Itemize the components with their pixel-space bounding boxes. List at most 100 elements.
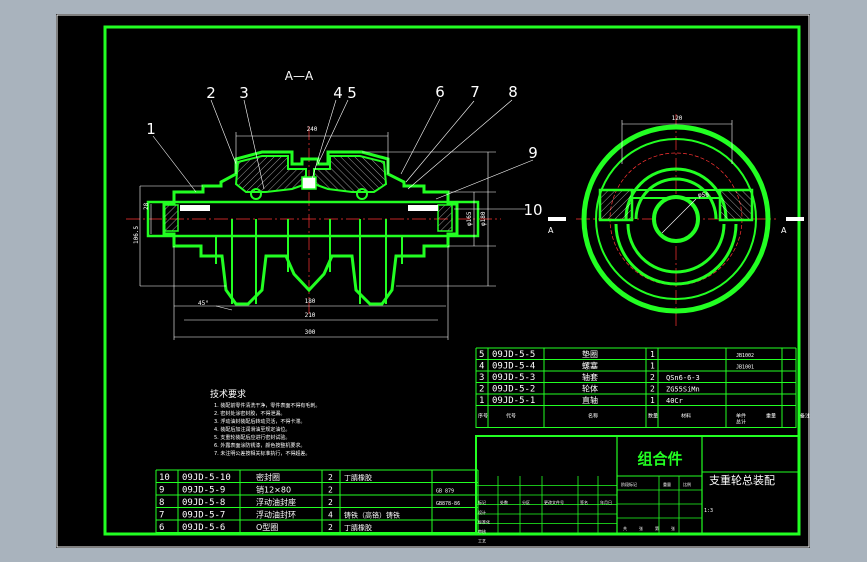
title-row-label: 处数 (500, 499, 508, 505)
end-view: 120 φ50 A A (548, 114, 804, 329)
shaft-end-left (163, 204, 179, 232)
title-role-label: 批准 (478, 547, 486, 548)
bom-upper-code: 09JD-5-3 (492, 373, 535, 383)
bom-upper-qty: 2 (650, 373, 655, 382)
title-sheet-label: 共 (623, 525, 627, 531)
plug (301, 176, 317, 190)
seal-ring-left (250, 188, 262, 200)
balloon-3: 3 (239, 84, 249, 102)
title-row-label: 分区 (522, 499, 530, 505)
bom-upper-name: 垫圈 (582, 349, 598, 359)
bom-lower-qty: 2 (328, 523, 333, 532)
balloon-2: 2 (206, 84, 216, 102)
wheel-section-left (234, 155, 307, 193)
bom-upper-name: 直轴 (582, 395, 598, 405)
bushing-top-right (408, 205, 438, 211)
dim-phi50: φ50 (698, 192, 709, 199)
balloon-5: 5 (347, 84, 357, 102)
title-stage-label: 阶段标记 (621, 481, 637, 487)
title-sheet-label: 第 (655, 525, 659, 531)
balloon-4: 4 (333, 84, 343, 102)
bom-lower-name: 销12×80 (256, 485, 291, 495)
bom-upper-no: 1 (479, 396, 484, 406)
dim-phi165: φ165 (466, 211, 473, 226)
dim-phi180: φ180 (480, 211, 487, 226)
dim-106: 106.5 (133, 226, 140, 244)
bom-lower-code: 09JD-5-6 (182, 523, 225, 533)
bom-upper-note: JB1002 (736, 353, 754, 359)
tech-note: 7. 未注明公差按相关标准执行，不得超差。 (214, 450, 310, 457)
tech-title: 技术要求 (210, 388, 246, 400)
dim-210: 210 (305, 312, 316, 319)
cut-mark-right: A (781, 226, 787, 235)
title-sheet-label: 张 (671, 525, 675, 531)
bom-lower-no: 9 (159, 486, 164, 496)
bom-lower-code: 09JD-5-8 (182, 498, 225, 508)
bom-upper-code: 09JD-5-5 (492, 350, 535, 360)
technical-requirements: 技术要求 1. 装配前零件清洗干净，零件表面不得有毛刺。2. 密封处涂密封胶，不… (210, 388, 320, 457)
bom-upper-mat: QSn6-6-3 (666, 374, 700, 382)
bom-upper-no: 4 (479, 362, 484, 372)
shaft-end-right (437, 204, 453, 232)
title-stage-label: 重量 (663, 481, 671, 487)
bom-upper-qty: 2 (650, 385, 655, 394)
bom-lower-no: 7 (159, 511, 164, 521)
bom-upper-header-cell: 总计 (736, 419, 746, 426)
drawing-canvas[interactable]: A—A (56, 14, 810, 548)
tech-notes-list: 1. 装配前零件清洗干净，零件表面不得有毛刺。2. 密封处涂密封胶，不得泄漏。3… (214, 402, 320, 457)
section-title: A—A (285, 69, 314, 83)
bom-lower-mat: 丁腈橡胶 (344, 523, 372, 532)
cut-mark-left: A (548, 226, 554, 235)
wheel-section-right (313, 155, 388, 193)
bom-lower-std: GB 879 (436, 489, 454, 495)
balloon-1: 1 (146, 120, 156, 138)
balloon-7: 7 (470, 83, 480, 101)
dim-180-bottom: 180 (305, 298, 316, 305)
title-sheet-label: 张 (639, 525, 643, 531)
bom-lower-qty: 4 (328, 511, 333, 520)
bom-lower-std: GB878-86 (436, 501, 460, 507)
title-role-label: 审核 (478, 528, 486, 534)
section-view: 240 180 210 300 28 106.5 φ165 φ180 45° (126, 83, 543, 340)
drawing-svg: A—A (56, 14, 810, 548)
bom-upper-mat: 40Cr (666, 397, 683, 405)
bom-lower-name: 浮动油封环 (256, 510, 296, 520)
bom-upper-name: 轮体 (582, 384, 598, 394)
tech-note: 1. 装配前零件清洗干净，零件表面不得有毛刺。 (214, 402, 320, 409)
bom-upper-note: JB1001 (736, 365, 754, 371)
balloon-8: 8 (508, 83, 518, 101)
bom-upper-header-cell: 材料 (681, 413, 691, 420)
roller-body-outline (162, 150, 459, 306)
bom-lower-code: 09JD-5-10 (182, 473, 231, 483)
bom-upper-qty: 1 (650, 362, 655, 371)
outer-frame (56, 14, 810, 548)
bom-upper-name: 轴套 (582, 372, 598, 382)
tech-note: 3. 浮动油封装配后转动灵活，不得卡滞。 (214, 418, 305, 425)
tech-note: 4. 装配后加注润滑油至规定油位。 (214, 426, 290, 433)
bom-upper-no: 3 (479, 373, 484, 383)
bom-lower-no: 10 (159, 473, 170, 483)
bom-upper-header-cell: 名称 (588, 413, 598, 420)
bom-upper-header-cell: 重量 (766, 413, 776, 420)
rim-inner (595, 138, 757, 300)
bom-lower-code: 09JD-5-7 (182, 511, 225, 521)
bom-lower-no: 6 (159, 523, 164, 533)
bom-lower-name: O型圈 (256, 523, 278, 532)
bushing-top-left (180, 205, 210, 211)
bom-upper-header-cell: 单件 (736, 413, 746, 420)
bom-upper-header-cell: 序号 (478, 413, 488, 420)
title-block-heading: 组合件 (637, 450, 682, 468)
dim-120: 120 (672, 115, 683, 122)
tech-note: 6. 外露表面涂防锈漆，颜色按整机要求。 (214, 442, 305, 449)
balloon-6: 6 (435, 83, 445, 101)
title-row-label: 签名 (580, 499, 588, 505)
bom-lower-name: 浮动油封座 (256, 497, 296, 507)
title-row-label: 更改文件号 (544, 499, 564, 505)
tech-note: 2. 密封处涂密封胶，不得泄漏。 (214, 410, 285, 417)
balloon-10: 10 (523, 201, 542, 219)
bom-upper-header-cell: 数量 (648, 413, 658, 420)
dim-240: 240 (307, 126, 318, 133)
title-stage-label: 比例 (683, 481, 691, 487)
